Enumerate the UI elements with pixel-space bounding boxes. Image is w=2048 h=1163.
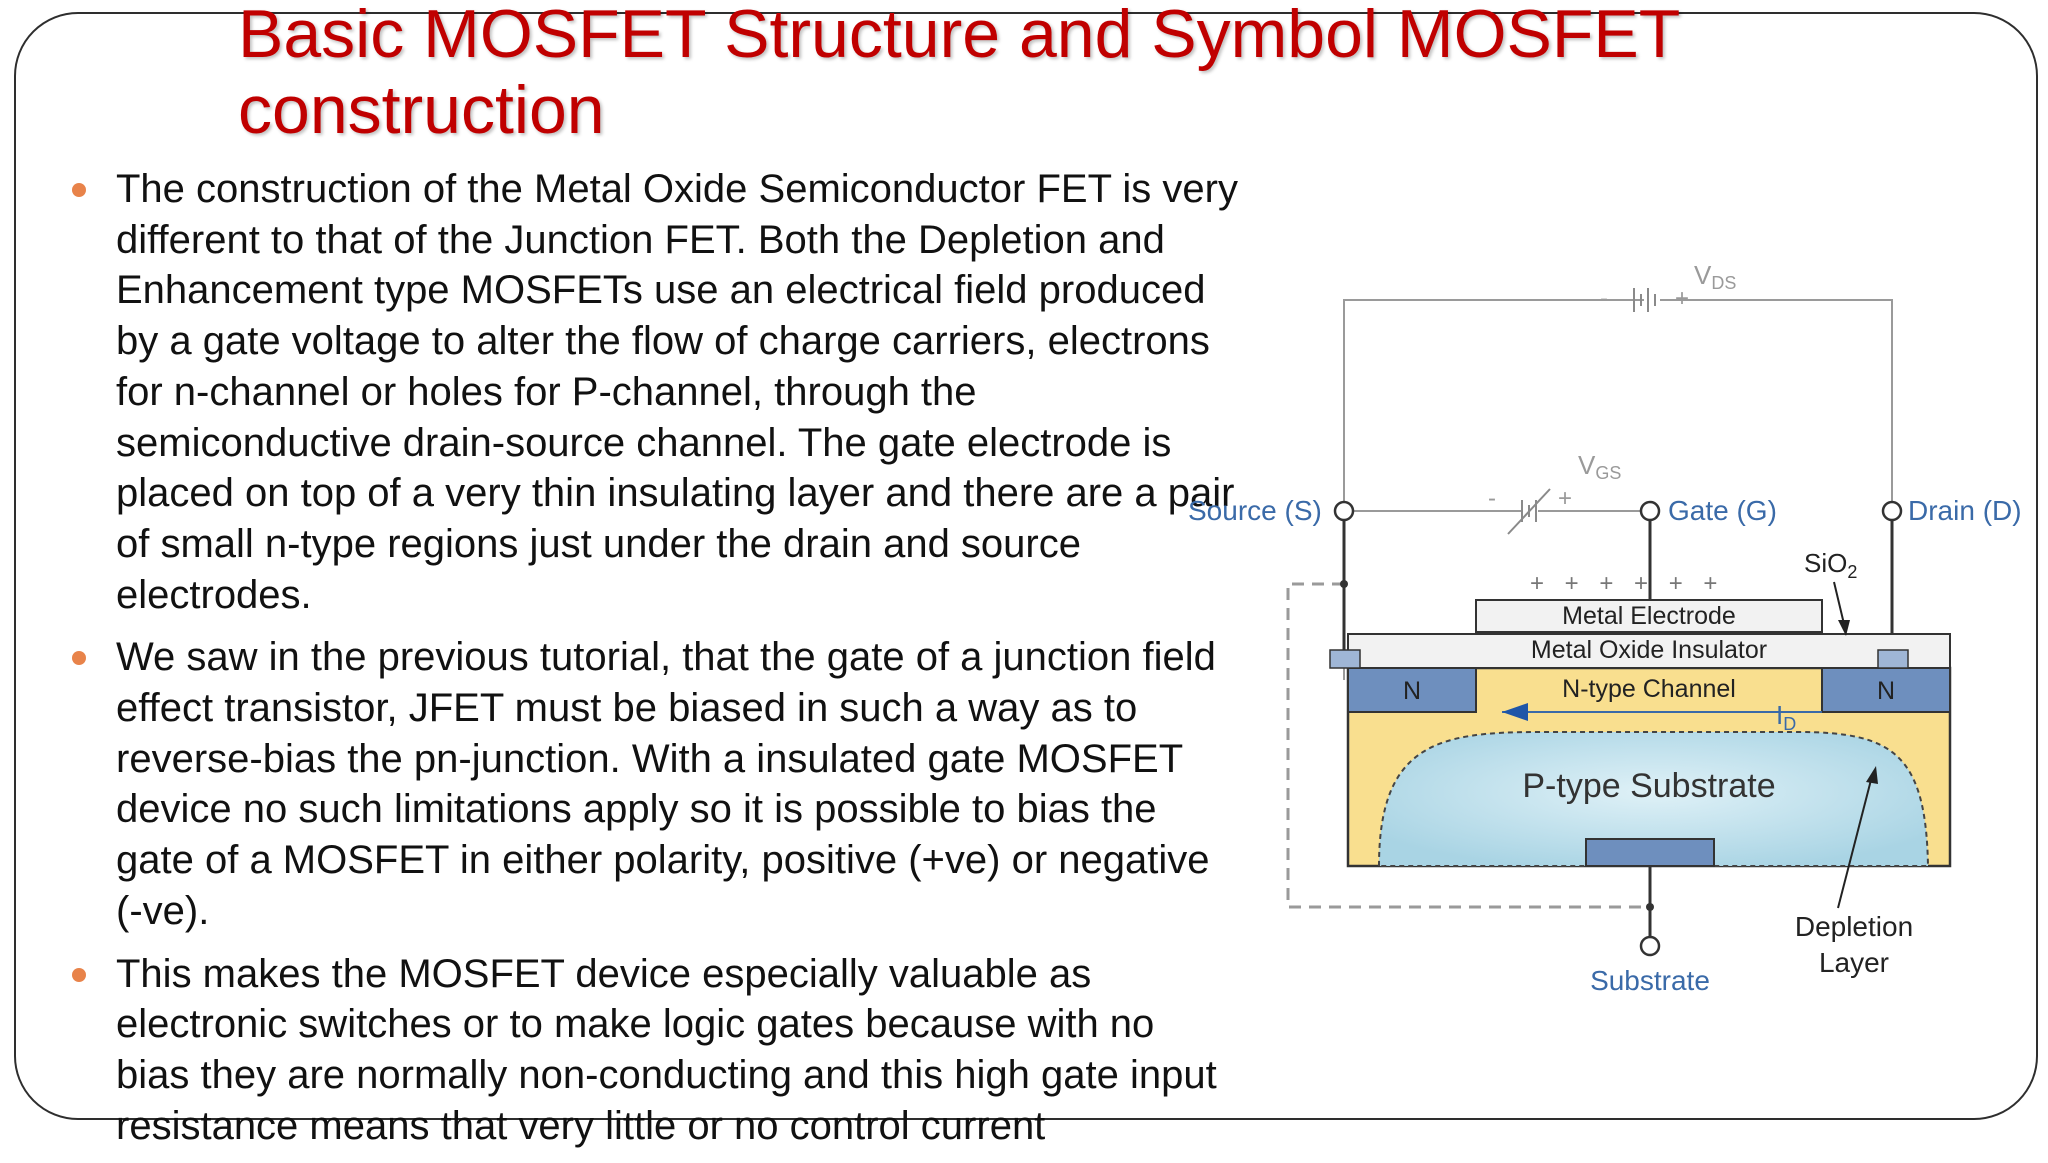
junction-dot bbox=[1646, 903, 1654, 911]
depletion-label-line1: Depletion bbox=[1795, 911, 1913, 942]
depletion-layer bbox=[1377, 731, 1930, 867]
drain-contact bbox=[1877, 649, 1909, 669]
source-terminal-icon bbox=[1333, 500, 1355, 522]
source-label: Source (S) bbox=[1188, 495, 1322, 526]
metal-electrode bbox=[1475, 599, 1823, 633]
junction-dot bbox=[1340, 580, 1348, 588]
substrate-terminal-icon bbox=[1639, 935, 1661, 957]
bullet-dot-icon bbox=[72, 183, 86, 197]
gate-label: Gate (G) bbox=[1668, 495, 1777, 526]
vgs-variable-battery-icon bbox=[1507, 488, 1551, 535]
substrate-return-wire bbox=[1286, 582, 1650, 909]
oxide-insulator-label: Metal Oxide Insulator bbox=[1531, 636, 1767, 664]
source-contact bbox=[1329, 649, 1361, 669]
bullet-item: The construction of the Metal Oxide Semi… bbox=[68, 164, 1238, 620]
drain-current-label: ID bbox=[1776, 700, 1796, 734]
mosfet-construction-diagram: VDS - + VGS - + Source (S) Gate (G) Drai… bbox=[1188, 260, 2022, 996]
bullet-item: This makes the MOSFET device especially … bbox=[68, 949, 1238, 1152]
drain-terminal-icon bbox=[1881, 500, 1903, 522]
drain-label: Drain (D) bbox=[1908, 495, 2022, 526]
vds-plus: + bbox=[1675, 285, 1689, 312]
metal-electrode-label: Metal Electrode bbox=[1562, 602, 1736, 630]
bullet-text: We saw in the previous tutorial, that th… bbox=[116, 635, 1216, 933]
bullet-item: We saw in the previous tutorial, that th… bbox=[68, 632, 1238, 936]
n-left-label: N bbox=[1403, 677, 1421, 705]
sio2-label: SiO2 bbox=[1804, 548, 1857, 582]
bullet-text: This makes the MOSFET device especially … bbox=[116, 951, 1217, 1148]
drain-current-arrow-icon bbox=[1502, 703, 1528, 721]
sio2-pointer bbox=[1833, 581, 1845, 625]
vgs-plus: + bbox=[1558, 485, 1572, 512]
vgs-label: VGS bbox=[1578, 450, 1621, 483]
n-region-right bbox=[1821, 667, 1951, 713]
bullet-text: The construction of the Metal Oxide Semi… bbox=[116, 167, 1238, 617]
depletion-arrowhead-icon bbox=[1866, 766, 1878, 784]
bullet-dot-icon bbox=[72, 967, 86, 982]
n-region-left bbox=[1347, 667, 1477, 713]
substrate-contact bbox=[1585, 838, 1715, 867]
vds-battery-icon bbox=[1633, 288, 1656, 312]
depletion-label-line2: Layer bbox=[1819, 947, 1889, 978]
vgs-minus: - bbox=[1488, 485, 1496, 512]
substrate-label: Substrate bbox=[1590, 965, 1710, 996]
n-channel-label: N-type Channel bbox=[1562, 675, 1736, 703]
vds-minus: - bbox=[1600, 285, 1608, 312]
gate-terminal-icon bbox=[1639, 500, 1661, 522]
slide-frame: Basic MOSFET Structure and Symbol MOSFET… bbox=[14, 0, 2038, 1148]
slide-title: Basic MOSFET Structure and Symbol MOSFET… bbox=[238, 0, 1680, 148]
charges-label: + + + + + + bbox=[1530, 570, 1724, 597]
bullet-list: The construction of the Metal Oxide Semi… bbox=[68, 164, 1238, 1163]
p-substrate-label: P-type Substrate bbox=[1522, 767, 1775, 805]
vds-label: VDS bbox=[1694, 260, 1736, 293]
bullet-dot-icon bbox=[72, 651, 86, 666]
depletion-pointer bbox=[1837, 775, 1873, 909]
sio2-arrowhead-icon bbox=[1838, 620, 1850, 636]
n-right-label: N bbox=[1877, 677, 1895, 705]
